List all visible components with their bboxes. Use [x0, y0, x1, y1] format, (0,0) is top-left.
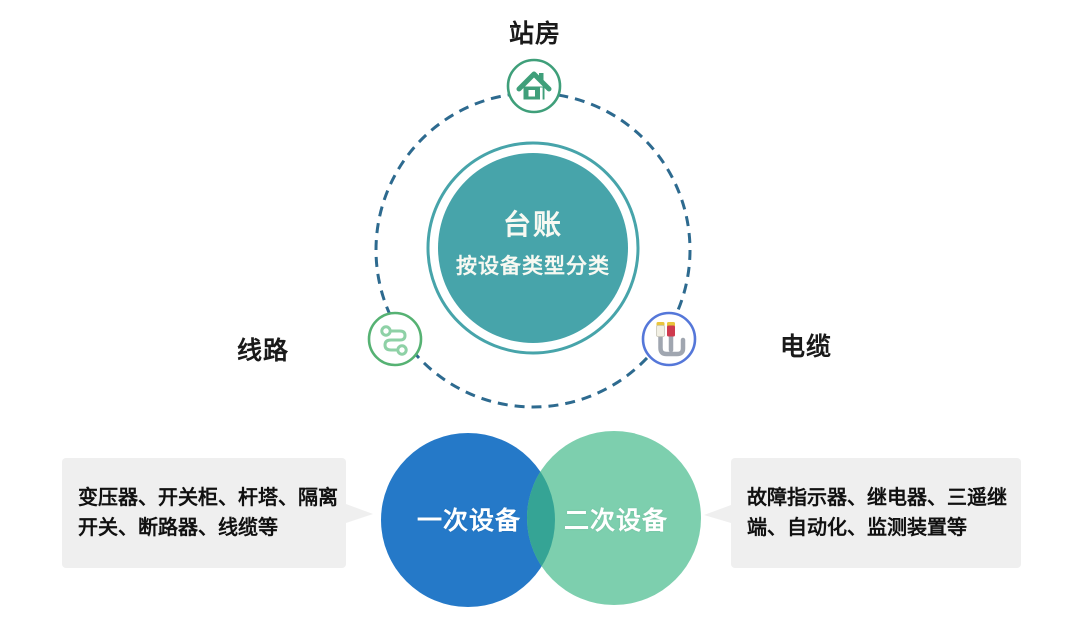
- ledger-title: 台账: [502, 209, 563, 240]
- house-icon: [506, 58, 562, 114]
- primary-equipment-label: 一次设备: [416, 507, 522, 535]
- cable-label: 电缆: [779, 333, 833, 361]
- right-callout-pointer: [704, 505, 731, 523]
- central-disc: [438, 153, 628, 343]
- central-circle-text: 台账 按设备类型分类: [433, 203, 633, 280]
- route-icon: [367, 311, 423, 367]
- secondary-equipment-callout: 故障指示器、继电器、三遥继端、自动化、监测装置等: [731, 458, 1021, 568]
- secondary-equipment-label: 二次设备: [563, 507, 669, 535]
- line-label: 线路: [236, 337, 290, 365]
- primary-equipment-circle: [381, 433, 555, 607]
- cable-icon: [641, 311, 697, 367]
- left-callout-pointer: [346, 504, 373, 523]
- secondary-equipment-circle: [527, 431, 701, 605]
- station-label: 站房: [508, 20, 562, 48]
- primary-equipment-list: 变压器、开关柜、杆塔、隔离开关、断路器、线缆等: [78, 487, 338, 539]
- primary-equipment-callout: 变压器、开关柜、杆塔、隔离开关、断路器、线缆等: [62, 458, 346, 568]
- ledger-subtitle: 按设备类型分类: [456, 255, 610, 278]
- secondary-equipment-list: 故障指示器、继电器、三遥继端、自动化、监测装置等: [747, 487, 1007, 539]
